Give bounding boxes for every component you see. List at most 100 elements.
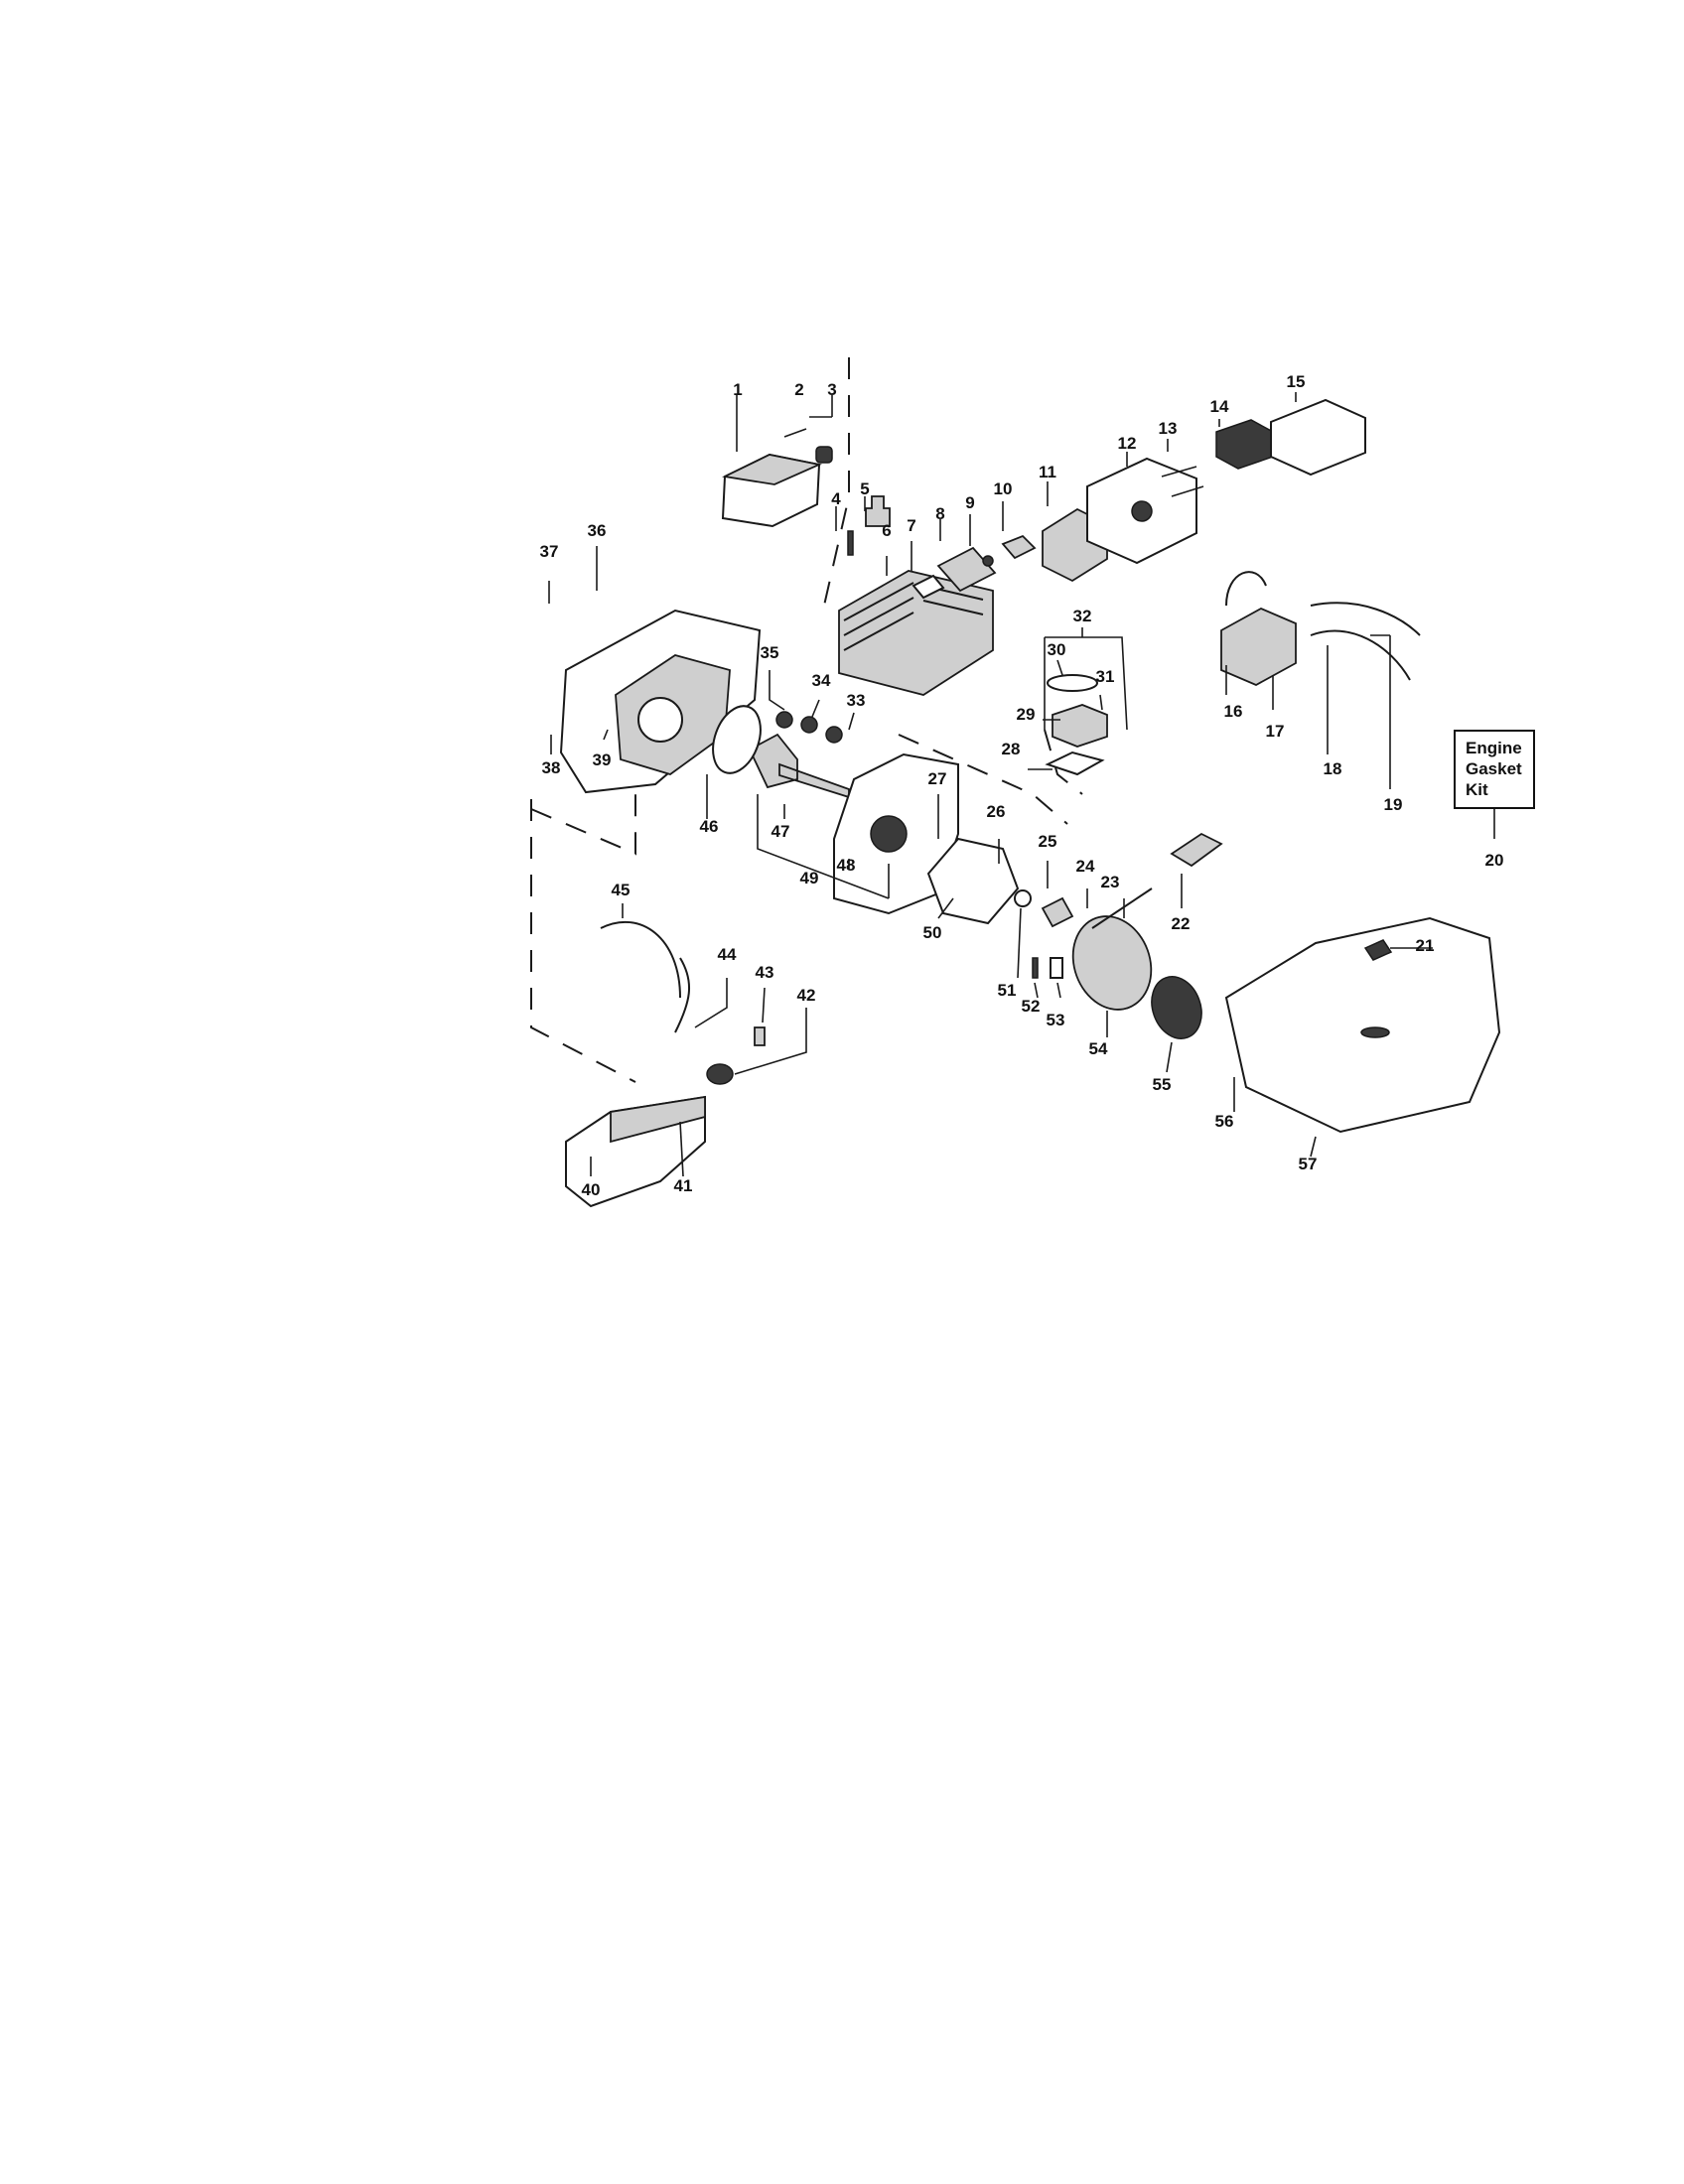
callout-19: 19 — [1384, 795, 1403, 814]
callout-41: 41 — [674, 1176, 693, 1195]
fuel-line-45 — [600, 920, 681, 999]
callout-8: 8 — [935, 504, 944, 523]
callout-51: 51 — [998, 981, 1017, 1000]
air-filter-cover-shape — [1270, 398, 1366, 477]
callout-21: 21 — [1416, 936, 1435, 955]
callout-23: 23 — [1101, 873, 1120, 891]
callout-2: 2 — [794, 380, 803, 399]
callout-42: 42 — [797, 986, 816, 1005]
callout-26: 26 — [987, 802, 1006, 821]
callout-52: 52 — [1022, 997, 1041, 1016]
washer-51 — [1014, 889, 1032, 907]
callout-5: 5 — [860, 479, 869, 498]
assembly-dash-lines — [530, 357, 1361, 1083]
callout-22: 22 — [1172, 914, 1191, 933]
gasket-28 — [1045, 751, 1105, 776]
callout-50: 50 — [923, 923, 942, 942]
callout-27: 27 — [928, 769, 947, 788]
part-10-block — [1001, 534, 1037, 560]
ignition-wire — [1225, 571, 1267, 607]
callout-16: 16 — [1224, 702, 1243, 721]
piston-shape — [1052, 704, 1108, 748]
callout-9: 9 — [965, 493, 974, 512]
muffler-cover-top — [722, 454, 822, 485]
kit-box-line-1: Engine — [1466, 739, 1522, 757]
callout-55: 55 — [1153, 1075, 1172, 1094]
starter-rope-23 — [1091, 887, 1153, 929]
seal-35 — [775, 711, 793, 729]
air-filter-base-hole — [1131, 500, 1153, 522]
screw-52 — [1032, 957, 1039, 979]
pulley-54 — [1071, 915, 1153, 1011]
callout-37: 37 — [540, 542, 559, 561]
ignition-module-shape — [1220, 607, 1297, 687]
fan-housing-bore — [637, 697, 683, 743]
part-7-gasket — [912, 574, 945, 600]
engine-cover-shape — [1224, 916, 1501, 1134]
callout-33: 33 — [847, 691, 866, 710]
fuel-line-19 — [1310, 602, 1421, 636]
callout-14: 14 — [1210, 397, 1229, 416]
callout-29: 29 — [1017, 705, 1036, 724]
callout-32: 32 — [1073, 607, 1092, 625]
crankshaft-shape — [748, 733, 850, 799]
callout-45: 45 — [612, 881, 631, 899]
callout-47: 47 — [772, 822, 790, 841]
callout-18: 18 — [1324, 759, 1342, 778]
pawl-53 — [1050, 957, 1063, 979]
fuel-line-44 — [674, 957, 691, 1033]
o-ring-46 — [712, 705, 762, 774]
fuel-tank-top — [610, 1095, 706, 1144]
part-8-insulator — [936, 546, 997, 593]
callout-11: 11 — [1039, 463, 1056, 481]
callout-28: 28 — [1002, 740, 1021, 758]
pivot-25 — [1041, 896, 1074, 928]
part-4-screw — [847, 530, 854, 556]
part-13-screw-b — [1171, 485, 1204, 497]
callout-56: 56 — [1215, 1112, 1234, 1131]
callout-4: 4 — [831, 489, 841, 508]
part-3-spring — [815, 446, 833, 464]
part-2-pin — [783, 428, 807, 438]
fuel-filter-43 — [754, 1026, 766, 1046]
callout-39: 39 — [593, 751, 612, 769]
leader-lines — [548, 392, 1495, 1177]
callout-43: 43 — [756, 963, 774, 982]
callout-30: 30 — [1048, 640, 1066, 659]
callout-10: 10 — [994, 479, 1013, 498]
callout-34: 34 — [812, 671, 831, 690]
callout-13: 13 — [1159, 419, 1178, 438]
spark-plug-shape — [865, 495, 891, 527]
callout-3: 3 — [827, 380, 836, 399]
callout-44: 44 — [718, 945, 737, 964]
callout-54: 54 — [1089, 1039, 1108, 1058]
callout-labels: 1 2 3 4 5 6 7 8 9 10 11 12 13 14 15 16 1… — [540, 372, 1504, 1199]
callout-49: 49 — [800, 869, 819, 887]
part-shapes — [559, 398, 1501, 1208]
callout-57: 57 — [1299, 1155, 1318, 1173]
callout-6: 6 — [882, 521, 891, 540]
callout-35: 35 — [761, 643, 779, 662]
callout-15: 15 — [1287, 372, 1306, 391]
kit-box-line-3: Kit — [1466, 780, 1488, 799]
callout-17: 17 — [1266, 722, 1285, 741]
callout-36: 36 — [588, 521, 607, 540]
piston-ring-30 — [1047, 674, 1098, 692]
callout-53: 53 — [1047, 1011, 1065, 1029]
fuel-line-18 — [1310, 629, 1411, 681]
engine-cover-slot — [1360, 1026, 1390, 1038]
fuel-cap-42 — [706, 1063, 734, 1085]
part-9-screw — [982, 555, 994, 567]
callout-25: 25 — [1039, 832, 1057, 851]
callout-46: 46 — [700, 817, 719, 836]
crankcase-bore — [870, 815, 908, 853]
callout-24: 24 — [1076, 857, 1095, 876]
callout-20: 20 — [1485, 851, 1504, 870]
starter-handle-22 — [1170, 832, 1223, 868]
callout-1: 1 — [733, 380, 742, 399]
spring-55 — [1151, 976, 1202, 1039]
air-filter-element — [1215, 419, 1274, 470]
cylinder-fins — [843, 582, 984, 651]
kit-box-line-2: Gasket — [1466, 759, 1522, 778]
